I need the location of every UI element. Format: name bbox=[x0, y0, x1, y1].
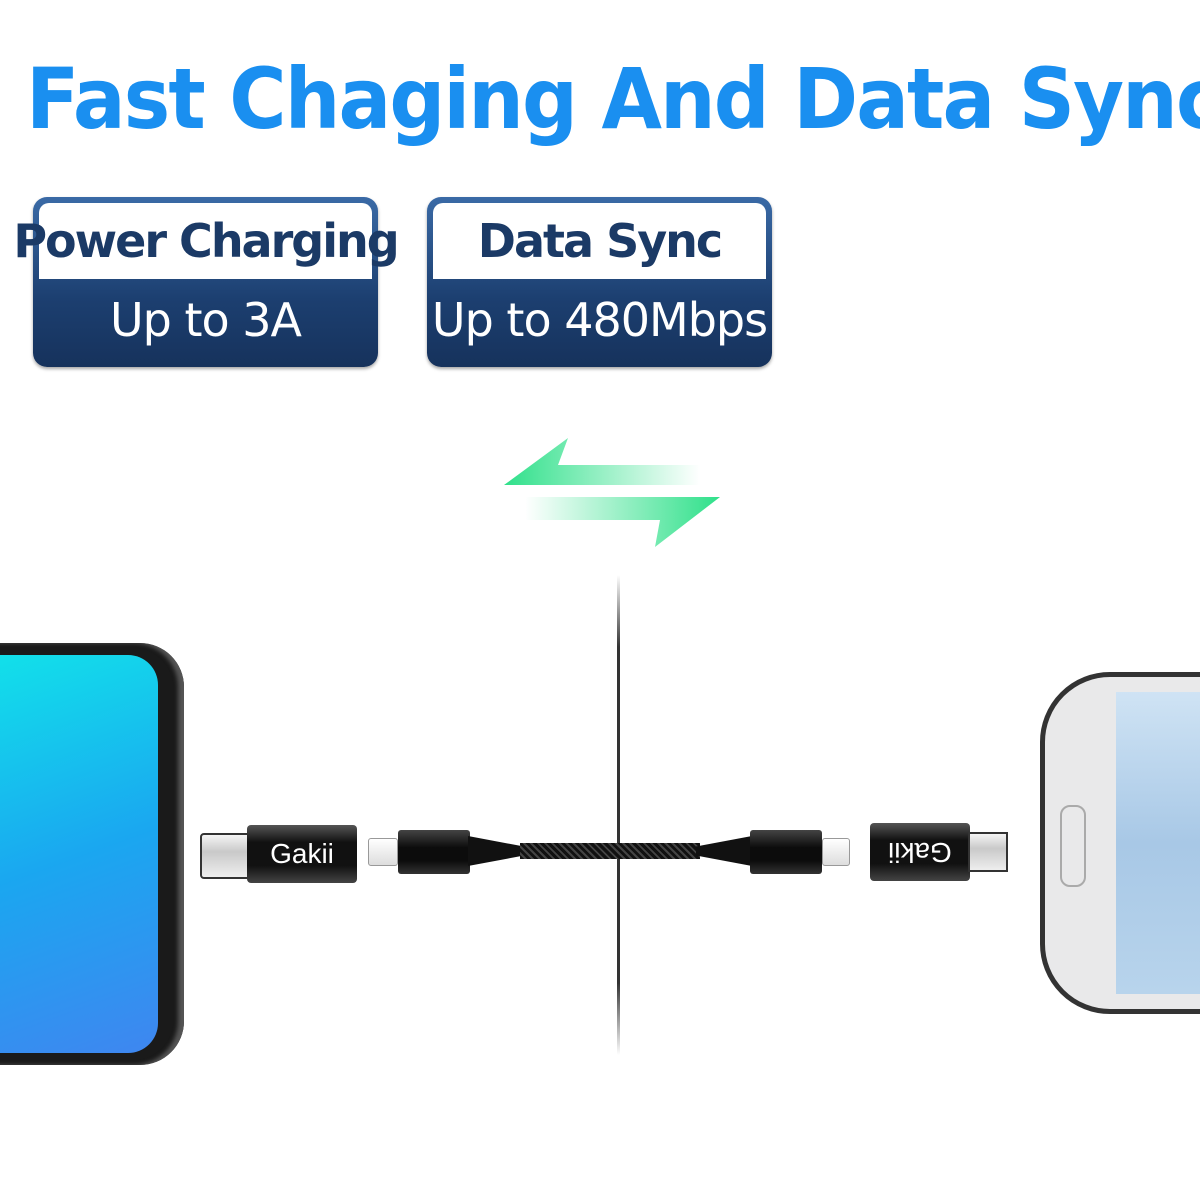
home-button bbox=[1060, 805, 1086, 887]
brand-label: Gakii bbox=[888, 837, 952, 868]
strain-relief-left bbox=[468, 836, 524, 866]
divider-line bbox=[617, 575, 620, 1055]
lightning-tip-right bbox=[822, 838, 850, 866]
right-phone-screen bbox=[1116, 692, 1200, 994]
power-charging-badge: Power Charging Up to 3A bbox=[13, 197, 400, 367]
badge-value: Up to 480Mbps bbox=[431, 293, 768, 347]
usb-c-adapter: Gakii bbox=[247, 825, 357, 883]
micro-usb-plug bbox=[968, 832, 1008, 872]
badge-value: Up to 3A bbox=[109, 293, 302, 347]
lightning-tip-left bbox=[368, 838, 398, 866]
strain-relief-right bbox=[696, 836, 752, 866]
bidirectional-arrows-icon bbox=[504, 438, 720, 547]
brand-label: Gakii bbox=[270, 838, 334, 869]
lightning-plug-right bbox=[750, 830, 822, 874]
micro-usb-adapter: Gakii bbox=[870, 823, 970, 881]
badge-heading: Power Charging bbox=[13, 203, 400, 279]
usb-c-plug bbox=[200, 833, 252, 879]
left-phone-screen bbox=[0, 655, 158, 1053]
headline: Fast Chaging And Data Sync bbox=[26, 50, 1200, 148]
data-sync-badge: Data Sync Up to 480Mbps bbox=[427, 197, 772, 367]
braided-cable bbox=[520, 843, 700, 859]
lightning-plug-left bbox=[398, 830, 470, 874]
badge-heading: Data Sync bbox=[433, 203, 766, 279]
